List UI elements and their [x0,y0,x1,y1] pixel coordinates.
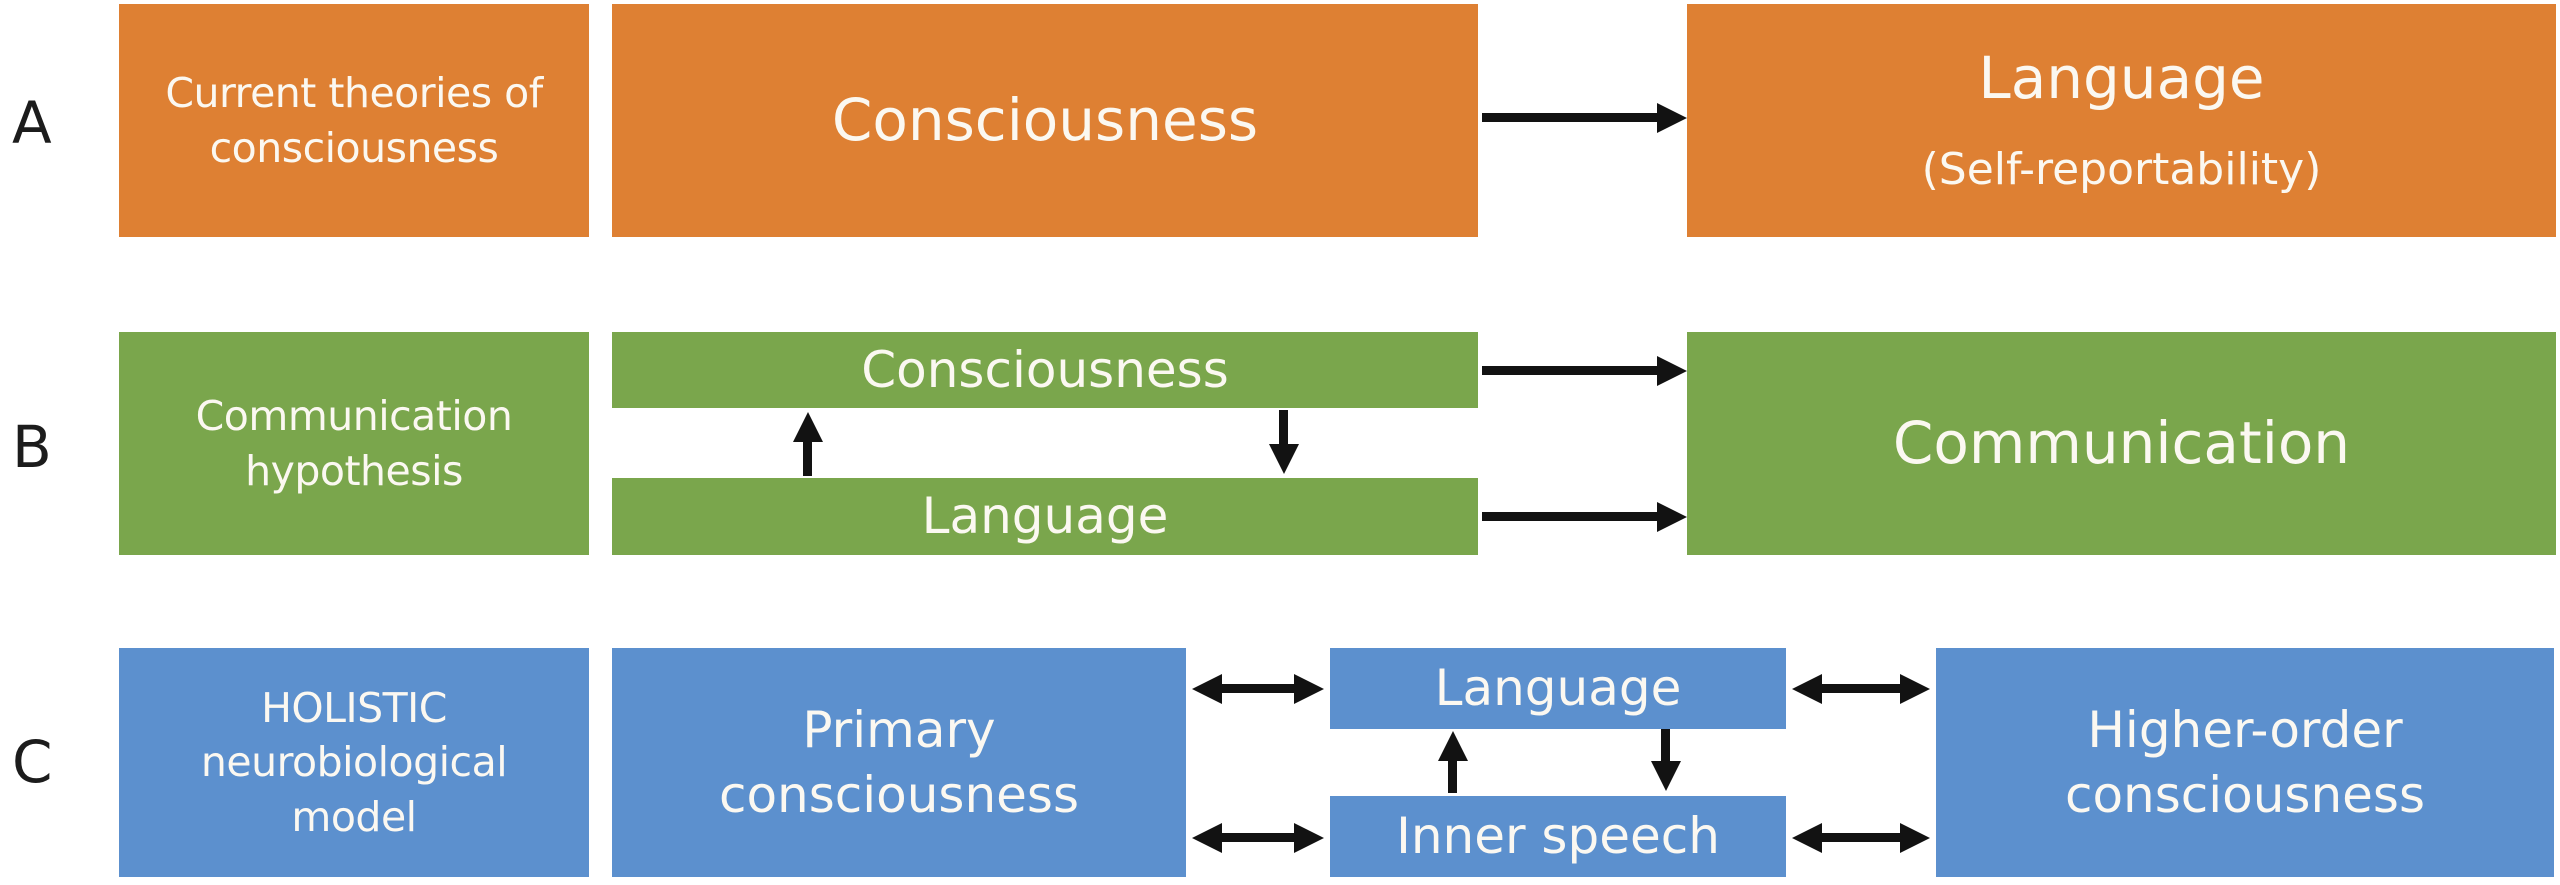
box-consciousness-a: Consciousness [612,4,1478,237]
box-language-b-label: Language [921,487,1169,545]
box-primary-consciousness-line2: consciousness [718,765,1080,824]
box-holistic-model-line1: HOLISTIC [261,684,447,733]
row-label-b: B [12,413,52,481]
box-communication-hypothesis-line2: hypothesis [245,446,463,495]
box-language-self-reportability: Language (Self-reportability) [1687,4,2556,237]
box-consciousness-b: Consciousness [612,332,1478,408]
box-primary-consciousness: Primary consciousness [612,648,1186,877]
box-consciousness-a-label: Consciousness [831,85,1259,154]
box-communication-hypothesis: Communication hypothesis [119,332,589,555]
arrow-language-to-communication [1482,512,1657,521]
arrow-innerspeech-higher-bidirectional [1822,833,1900,842]
box-language-subtitle: (Self-reportability) [1921,143,2322,195]
box-communication-label: Communication [1892,408,2351,477]
box-communication-hypothesis-line1: Communication [195,392,513,441]
box-current-theories-line1: Current theories of [165,69,543,118]
arrow-innerspeech-to-language [1448,761,1457,793]
arrow-primary-innerspeech-bidirectional [1222,833,1294,842]
arrow-consciousness-to-language-b [1279,410,1288,444]
arrow-consciousness-to-communication [1482,366,1657,375]
box-higher-order-line1: Higher-order [2087,700,2403,759]
arrow-language-to-innerspeech [1661,729,1670,761]
box-language-b: Language [612,478,1478,555]
box-holistic-model-line2: neurobiological [200,738,508,787]
arrow-primary-language-bidirectional [1222,684,1294,693]
row-label-c: C [12,728,53,796]
box-language-c-label: Language [1434,659,1682,717]
box-higher-order-line2: consciousness [2064,765,2426,824]
box-inner-speech: Inner speech [1330,796,1786,877]
box-inner-speech-label: Inner speech [1396,807,1720,865]
arrow-language-higher-bidirectional [1822,684,1900,693]
arrow-language-to-consciousness [803,442,812,476]
box-holistic-model: HOLISTIC neurobiological model [119,648,589,877]
row-label-a: A [12,89,52,157]
box-current-theories-line2: consciousness [209,123,499,172]
box-language-c: Language [1330,648,1786,729]
box-higher-order-consciousness: Higher-order consciousness [1936,648,2554,877]
box-primary-consciousness-line1: Primary [802,700,996,759]
box-language-title: Language [1978,44,2265,113]
box-communication: Communication [1687,332,2556,555]
box-holistic-model-line3: model [291,792,417,841]
box-current-theories: Current theories of consciousness [119,4,589,237]
arrow-consciousness-to-language [1482,113,1657,122]
box-consciousness-b-label: Consciousness [861,340,1229,399]
